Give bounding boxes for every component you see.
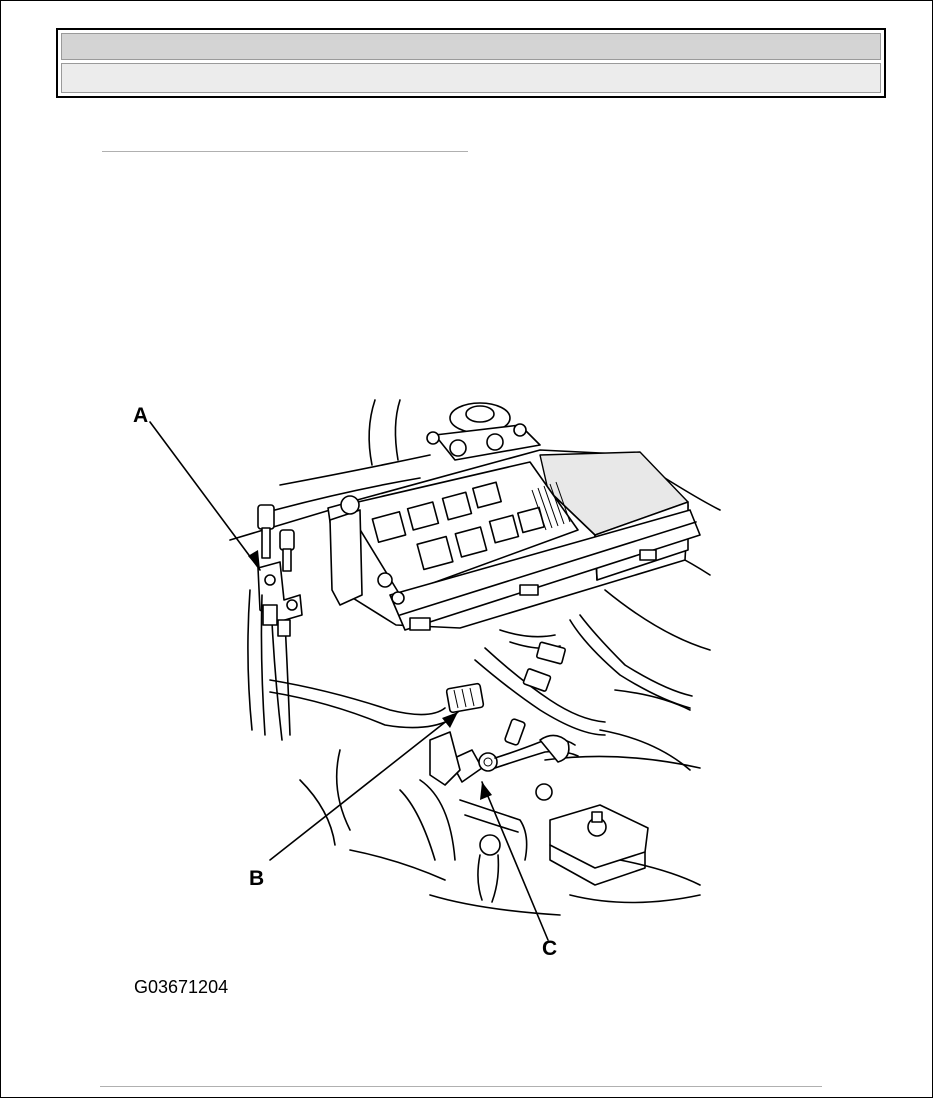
header-title-bar: [61, 33, 881, 60]
callout-leaders: [149, 421, 549, 941]
fuse-relay-box: [327, 449, 701, 631]
figure-id: G03671204: [134, 977, 229, 997]
connector-b: [445, 682, 485, 714]
footer-divider: [100, 1086, 822, 1087]
fuse-strip: [531, 481, 571, 531]
fuse-box-illustration: [149, 399, 721, 941]
section-divider: [102, 151, 468, 152]
document-header: [56, 28, 886, 98]
callout-label-a: A: [133, 404, 149, 427]
header-subtitle-bar: [61, 63, 881, 93]
wiring-harness: [269, 614, 693, 736]
bracket-a: [247, 504, 303, 741]
callout-label-c: C: [542, 937, 558, 960]
ground-terminal-c: [449, 718, 579, 801]
top-mount-bolts: [426, 402, 541, 461]
callout-label-b: B: [249, 867, 265, 890]
lower-bracket: [399, 731, 528, 903]
mount-pad: [549, 804, 649, 886]
body-panel-lines: [229, 399, 721, 916]
